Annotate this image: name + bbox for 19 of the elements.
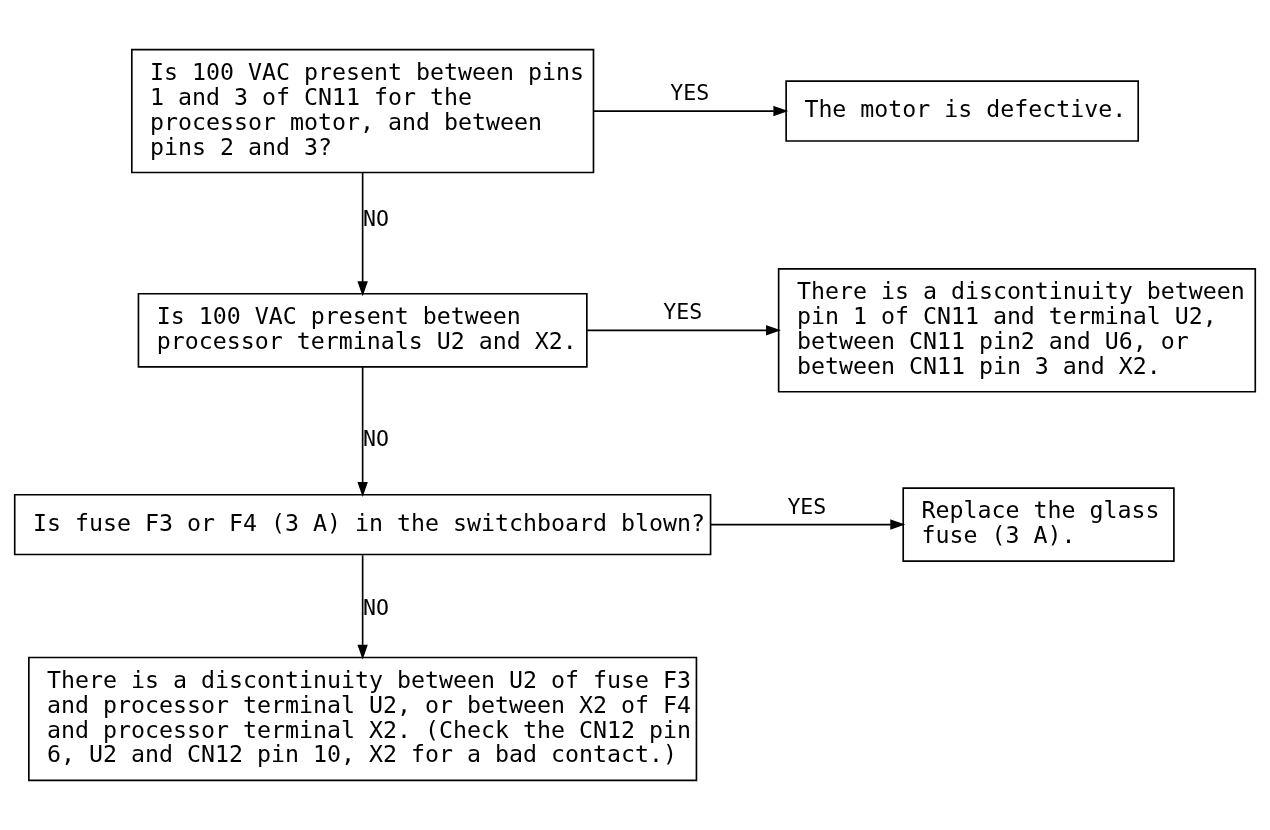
arrow — [357, 366, 368, 497]
node-box: Is 100 VAC present between pins 1 and 3 of CN11 for the processor motor, and between pins 2 and 3? — [130, 48, 595, 174]
arrow — [592, 105, 789, 117]
arrow — [586, 325, 781, 336]
edge-label: NO — [362, 425, 389, 451]
edge-label: YES — [787, 493, 827, 519]
edge-label: NO — [362, 594, 389, 620]
edge-label: NO — [362, 206, 389, 232]
edge-label: YES — [663, 299, 703, 325]
edge-label: YES — [670, 80, 710, 106]
arrow — [357, 554, 368, 660]
node-box: There is a discontinuity between pin 1 of CN11 and terminal U2, between CN11 pin2 and U6, or between CN11 pin 3 and X2. — [777, 268, 1257, 393]
node-box: The motor is defective. — [785, 80, 1140, 142]
node-box: Is fuse F3 or F4 (3 A) in the switchboard blown? — [13, 493, 712, 556]
arrow — [357, 172, 368, 297]
node-box: Replace the glass fuse (3 A). — [902, 487, 1175, 562]
node-box: Is 100 VAC present between processor terminals U2 and X2. — [137, 292, 588, 368]
arrow — [710, 519, 906, 530]
node-box: There is a discontinuity between U2 of fuse F3 and processor terminal U2, or between X2 of F4 and processor terminal X2. (Check the CN12 pin 6, U2 and CN12 pin 10, X2 for a bad contact.) — [28, 656, 698, 782]
